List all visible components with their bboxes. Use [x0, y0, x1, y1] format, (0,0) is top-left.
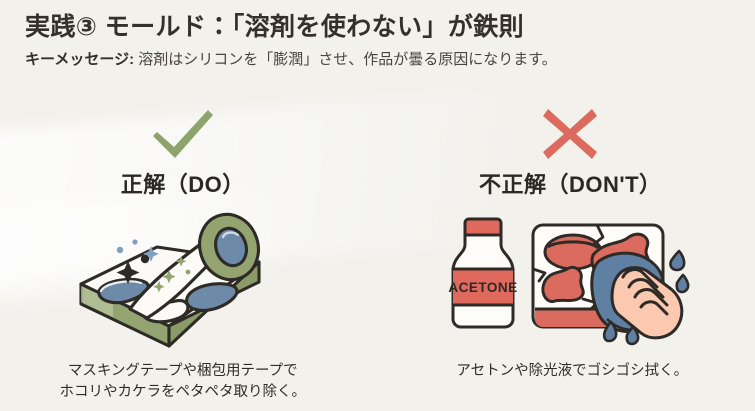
key-message: キーメッセージ: 溶剤はシリコンを「膨潤」させ、作品が曇る原因になります。	[25, 50, 735, 70]
key-message-text: 溶剤はシリコンを「膨潤」させ、作品が曇る原因になります。	[134, 51, 557, 68]
acetone-bottle-and-wiping-mold-illustration: ACETONE	[447, 211, 697, 351]
masking-tape-on-mold-illustration	[73, 211, 288, 351]
dont-caption: アセトンや除光液でゴシゴシ拭く。	[456, 363, 689, 379]
check-mark-icon	[150, 103, 216, 165]
do-label: 正解（DO）	[120, 172, 245, 197]
do-caption: マスキングテープや梱包用テープで ホコリやカケラをペタペタ取り除く。	[59, 363, 307, 401]
slide-header: 実践③ モールド：「溶剤を使わない」が鉄則 キーメッセージ: 溶剤はシリコンを「…	[25, 12, 735, 70]
cross-mark-icon	[541, 103, 599, 165]
dont-label: 不正解（DON'T）	[478, 172, 662, 197]
dont-column: 不正解（DON'T） ACETONE	[378, 95, 755, 411]
key-message-label: キーメッセージ:	[25, 51, 135, 68]
bottle-label-text: ACETONE	[449, 280, 518, 295]
comparison-columns: 正解（DO）	[0, 95, 755, 411]
sparkle-group	[116, 239, 191, 293]
page-title: 実践③ モールド：「溶剤を使わない」が鉄則	[25, 13, 525, 41]
do-column: 正解（DO）	[0, 95, 378, 411]
